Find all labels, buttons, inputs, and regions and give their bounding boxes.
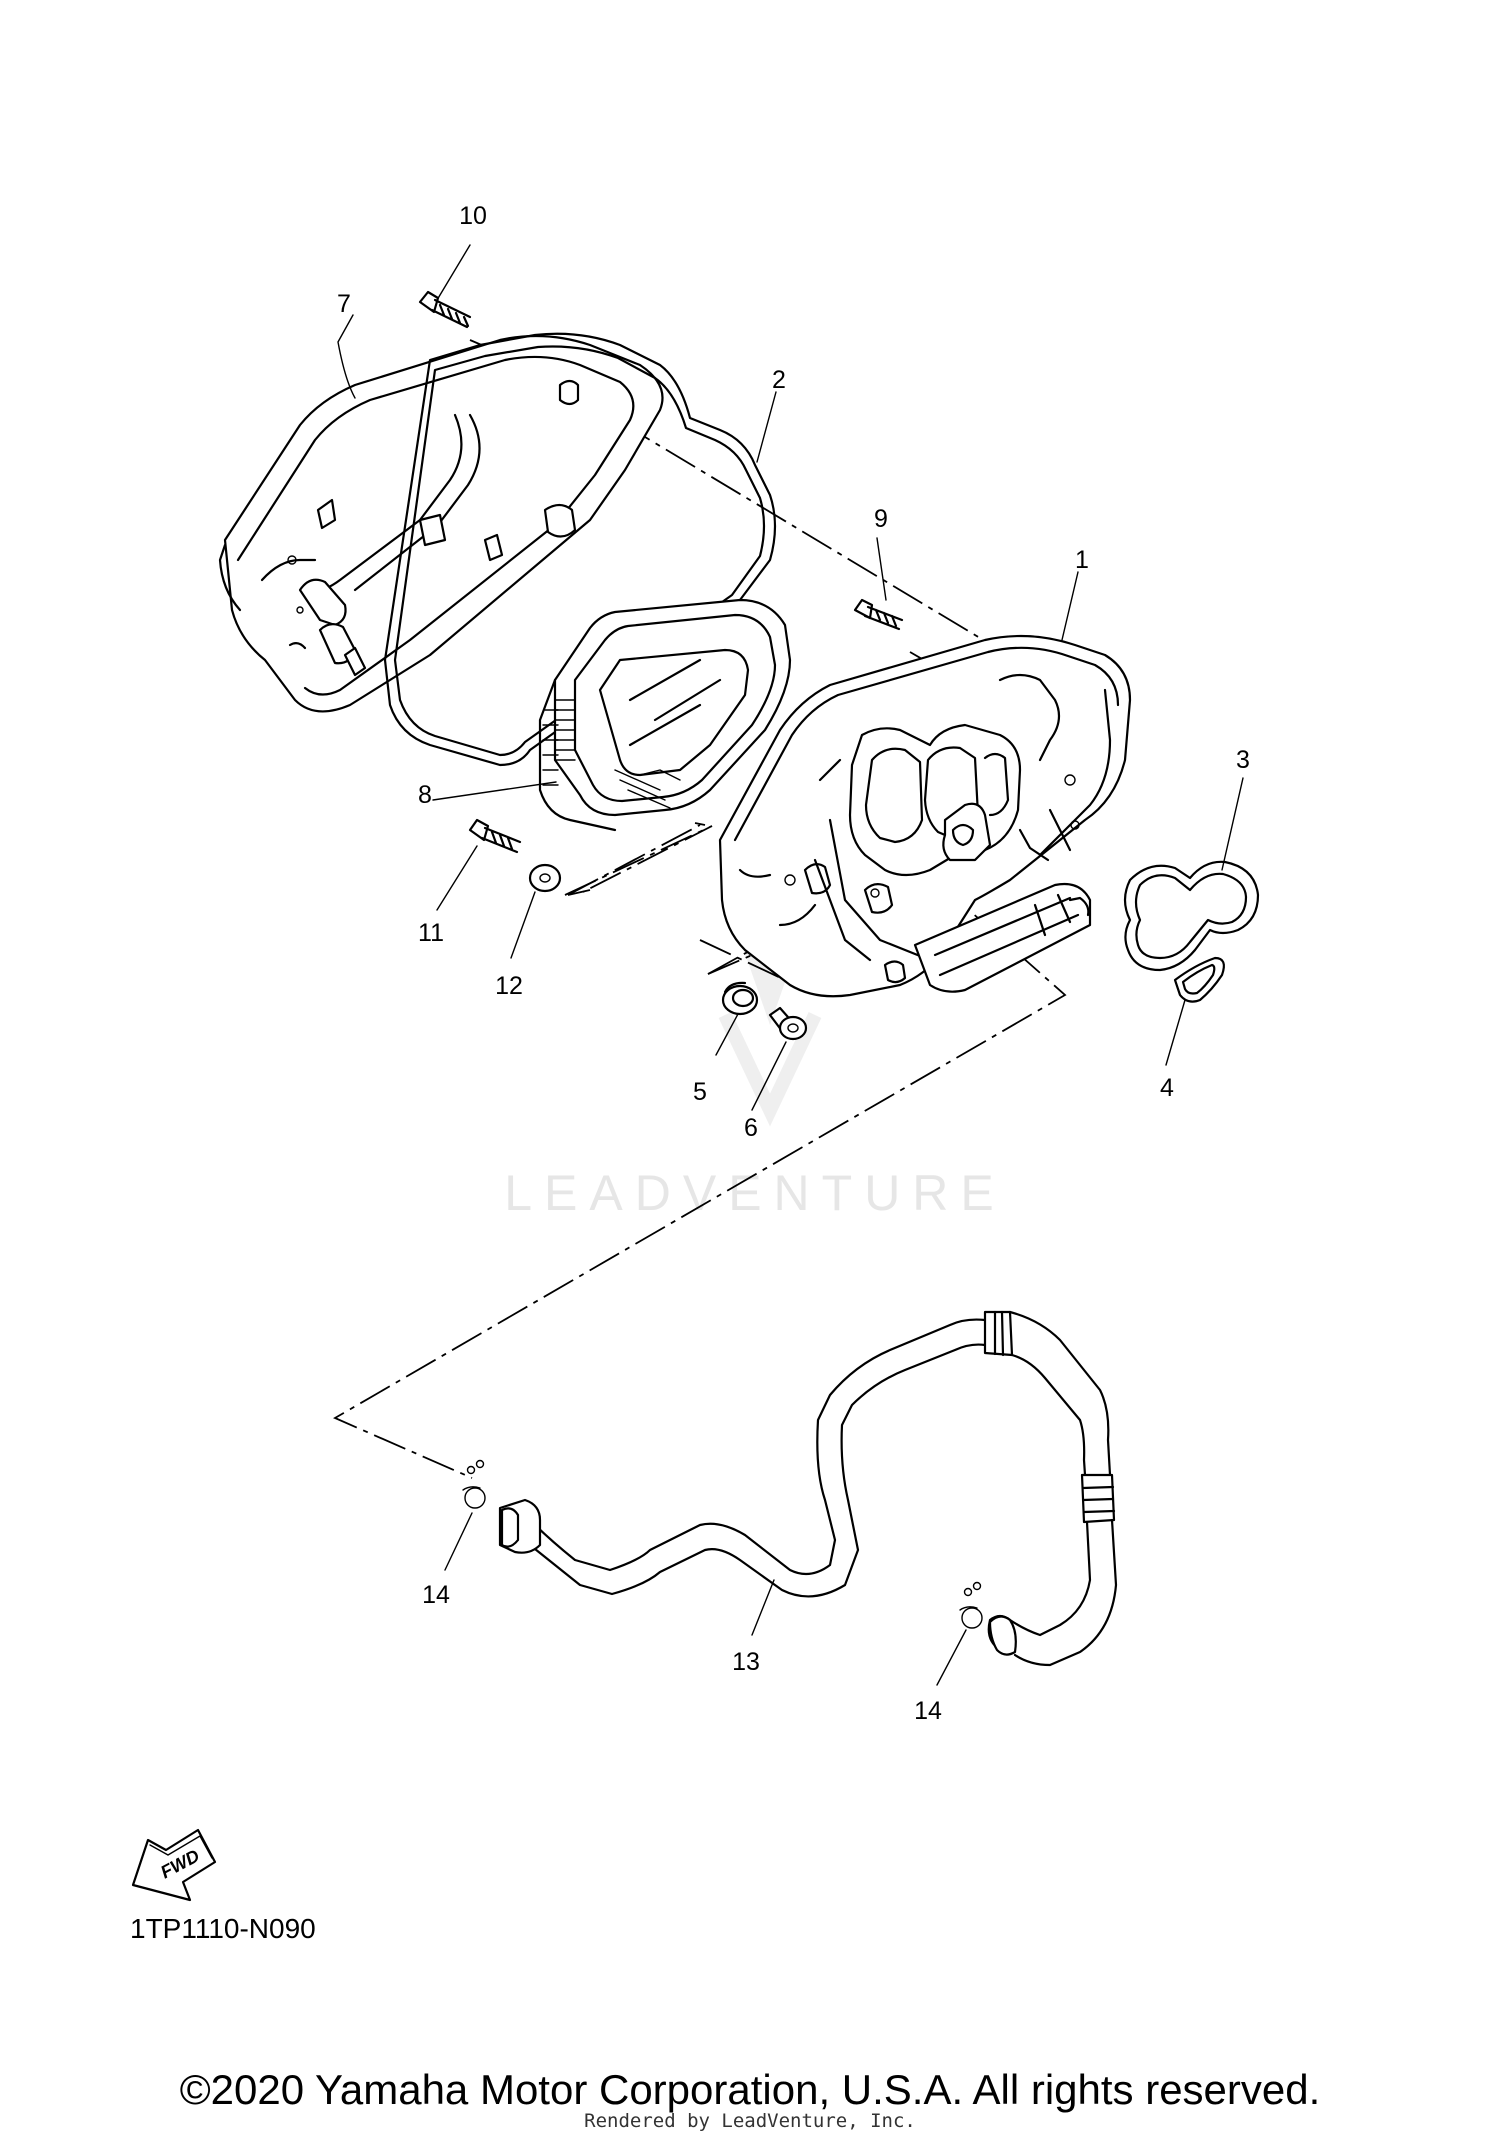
callout-12: 12	[495, 972, 523, 1000]
callout-11: 11	[418, 919, 444, 947]
part-3-seal	[1123, 860, 1260, 972]
part-9-bolt	[853, 598, 904, 631]
copyright-notice: ©2020 Yamaha Motor Corporation, U.S.A. A…	[179, 2066, 1321, 2113]
callout-14a: 14	[422, 1581, 450, 1609]
watermark-text: LEADVENTURE	[504, 1165, 1006, 1221]
callouts: 1 2 3 4 5 6 7 8 9 10 11 12 13 14 14	[337, 202, 1250, 1725]
callout-8: 8	[418, 781, 432, 809]
part-2-gasket	[383, 332, 777, 767]
part-1-air-cleaner-case	[718, 634, 1132, 998]
part-13-hose	[498, 1310, 1118, 1667]
fwd-arrow-icon: FWD	[131, 1828, 217, 1902]
part-14-clamp-b	[959, 1581, 983, 1629]
callout-5: 5	[693, 1078, 707, 1106]
rendered-by-notice: Rendered by LeadVenture, Inc.	[584, 2110, 916, 2132]
callout-3: 3	[1236, 746, 1250, 774]
callout-6: 6	[744, 1114, 758, 1142]
part-14-clamp-a	[462, 1459, 486, 1509]
callout-14b: 14	[914, 1697, 942, 1725]
diagram-code: 1TP1110-N090	[130, 1913, 316, 1944]
part-10-bolt	[418, 290, 472, 329]
part-12-washer	[528, 863, 562, 893]
callout-7: 7	[337, 290, 351, 318]
part-7-case-cover	[218, 334, 664, 713]
callout-2: 2	[772, 366, 786, 394]
callout-13: 13	[732, 1648, 760, 1676]
part-4-seal	[1173, 956, 1225, 1003]
callout-1: 1	[1075, 546, 1089, 574]
watermark: LEADVENTURE	[504, 925, 1006, 1221]
part-11-bolt	[468, 818, 522, 854]
callout-4: 4	[1160, 1074, 1174, 1102]
leader-lines	[337, 244, 1244, 1686]
callout-9: 9	[874, 505, 888, 533]
part-6-collar	[768, 1006, 808, 1041]
callout-10: 10	[459, 202, 487, 230]
part-5-grommet	[721, 981, 759, 1016]
part-8-air-filter	[538, 598, 792, 832]
